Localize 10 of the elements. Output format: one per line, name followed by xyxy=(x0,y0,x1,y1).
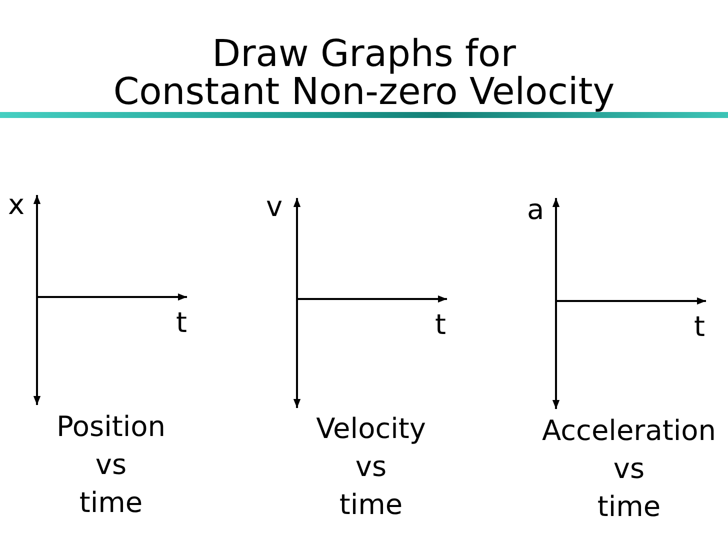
axis-label: t xyxy=(435,311,446,339)
axis-label: x xyxy=(8,191,25,219)
graph-caption: Velocity vs time xyxy=(316,411,426,523)
slide-title: Draw Graphs for Constant Non-zero Velocity xyxy=(113,35,615,111)
axis-label: t xyxy=(176,309,187,337)
graph-caption: Position vs time xyxy=(56,409,166,521)
axis-label: a xyxy=(527,196,544,224)
graph-caption: Acceleration vs time xyxy=(542,413,716,525)
axis-label: v xyxy=(266,193,283,221)
axis-label: t xyxy=(694,313,705,341)
